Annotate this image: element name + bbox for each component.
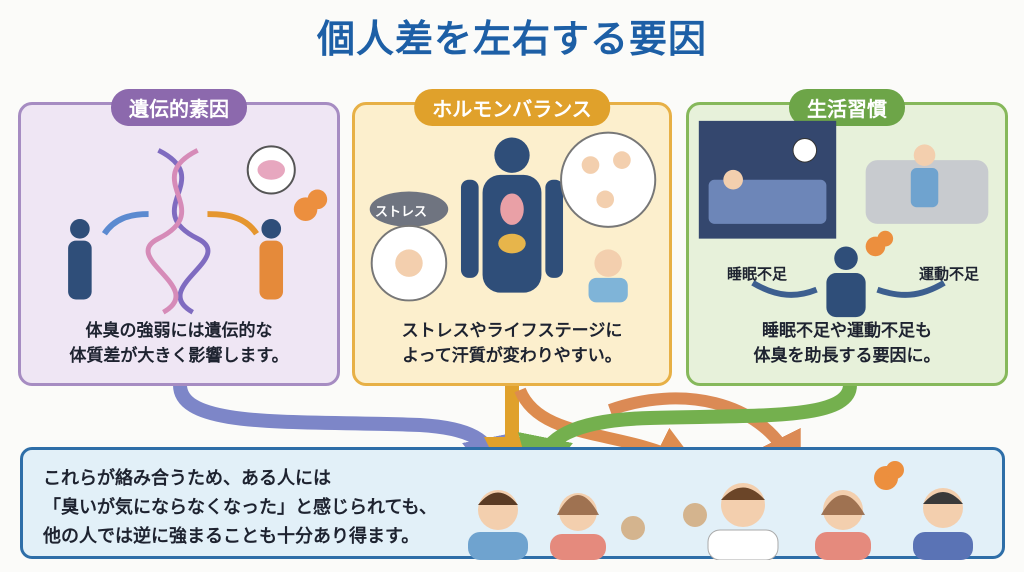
hormone-caption-line: よって汗質が変わりやすい。 (402, 346, 622, 366)
odor-cloud-icon (874, 461, 904, 490)
lifestyle-label: 生活習慣 (789, 89, 905, 126)
arrow-right-icon (876, 280, 946, 298)
person-icon (913, 488, 973, 560)
arrow-orange-right (607, 392, 801, 482)
person-silhouette-icon (68, 219, 92, 300)
crying-person-icon (588, 249, 628, 303)
genetic-label: 遺伝的素因 (111, 89, 247, 126)
hormone-panel: ホルモンバランス ストレス ストレスやライフステージに よって汗質が変わりやすい… (352, 89, 672, 386)
person-icon (707, 483, 779, 560)
stress-cloud-icon (369, 191, 449, 227)
lifestyle-caption-line: 体臭を助長する要因に。 (753, 346, 941, 366)
summary-line: これらが絡み合うため、ある人には (43, 468, 331, 489)
genetic-caption-line: 体臭の強弱には遺伝的な (85, 321, 273, 341)
stressed-person-icon (370, 224, 448, 302)
summary-line: 「臭いが気にならなくなった」と感じられても、 (43, 497, 438, 518)
stress-label: ストレス (375, 205, 428, 220)
person-odor-icon (259, 219, 284, 300)
hormone-caption-line: ストレスやライフステージに (401, 321, 623, 341)
person-covering-nose-icon (815, 490, 871, 560)
person-icon (550, 493, 606, 560)
clock-icon (792, 138, 818, 163)
summary-line: 他の人では逆に強まることも十分あり得ます。 (43, 526, 420, 547)
page-title: 個人差を左右する要因 (316, 17, 707, 61)
dna-illustration (68, 145, 328, 315)
arrow-left-icon (751, 280, 818, 298)
arrow-lifestyle (518, 383, 857, 493)
dna-icon (145, 148, 211, 315)
odor-cloud-icon (683, 503, 707, 527)
odor-cloud-icon (865, 230, 894, 257)
genetic-caption-line: 体質差が大きく影響します。 (69, 346, 289, 366)
hormone-label: ホルモンバランス (414, 89, 610, 126)
exercise-deficit-label: 運動不足 (918, 265, 979, 283)
life-stage-icon (560, 131, 657, 228)
lifestyle-panel: 生活習慣 睡眠不足 運動不足 睡眠不足や運動不足も 体臭を助長する要因に。 (686, 89, 1008, 386)
arrow-right-icon (207, 211, 259, 236)
lifestyle-illustration (698, 120, 989, 318)
person-silhouette-icon (826, 246, 866, 318)
organs-icon (498, 193, 526, 254)
arrow-left-icon (101, 211, 149, 236)
genetic-panel: 遺伝的素因 体臭の強弱には遺伝的な 体質差が大きく影響します。 (18, 89, 340, 386)
summary-box: これらが絡み合うため、ある人には 「臭いが気にならなくなった」と感じられても、 … (20, 447, 1005, 560)
sitting-person-icon (913, 144, 936, 167)
arrow-genetic (173, 383, 517, 493)
people-illustration (468, 461, 973, 560)
bed-icon (708, 179, 827, 224)
body-illustration (369, 131, 657, 303)
odor-cloud-icon (293, 189, 328, 221)
sleep-deficit-label: 睡眠不足 (727, 265, 788, 283)
odor-cloud-icon (621, 516, 645, 540)
lifestyle-caption-line: 睡眠不足や運動不足も (762, 321, 932, 341)
person-icon (468, 490, 528, 560)
